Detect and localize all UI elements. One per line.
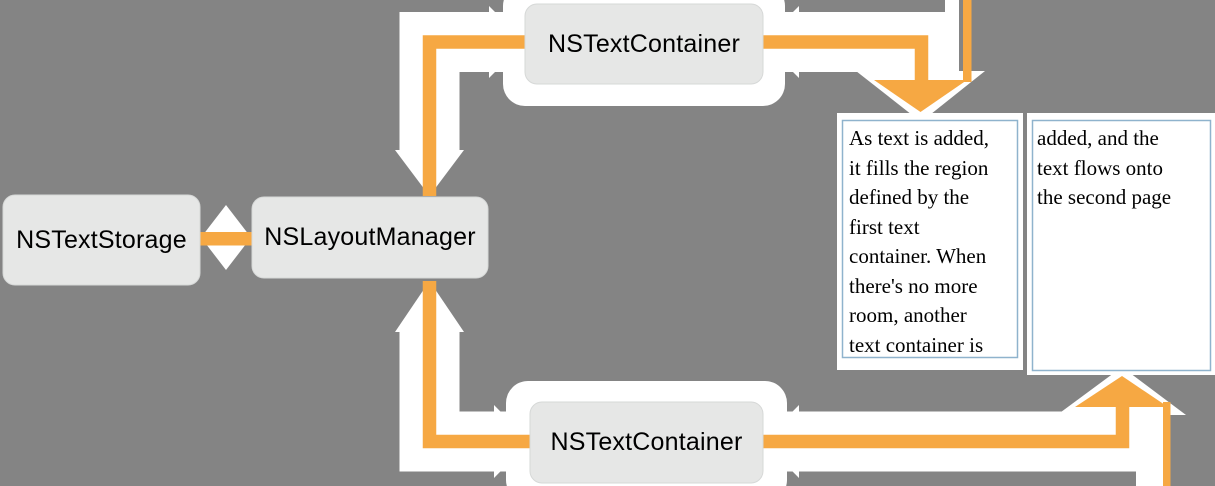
page2-border: [1031, 119, 1212, 372]
page1-sheet: [837, 113, 1023, 370]
page2-sheet: [1027, 113, 1215, 375]
page1-border: [841, 119, 1019, 359]
arrowhead-into-page1: [874, 80, 967, 112]
node-box-nstextstorage: [2, 194, 201, 286]
node-boxes: [2, 3, 764, 484]
bottom-edge-strip: [1163, 402, 1171, 486]
pages: [837, 113, 1215, 375]
top-edge-strip: [963, 0, 972, 82]
halo-top-edge-strip: [945, 0, 959, 80]
node-box-nstextcontainer-bottom: [529, 401, 764, 484]
halo-bottom-edge-strip: [1136, 400, 1164, 486]
storage-layoutmanager-link: [200, 232, 252, 246]
node-box-nslayoutmanager: [251, 196, 489, 279]
line-layoutmanager-bottomcontainer-page2: [422, 281, 1130, 449]
arrowhead-into-page2: [1075, 376, 1168, 407]
node-box-nstextcontainer-top: [524, 3, 764, 85]
